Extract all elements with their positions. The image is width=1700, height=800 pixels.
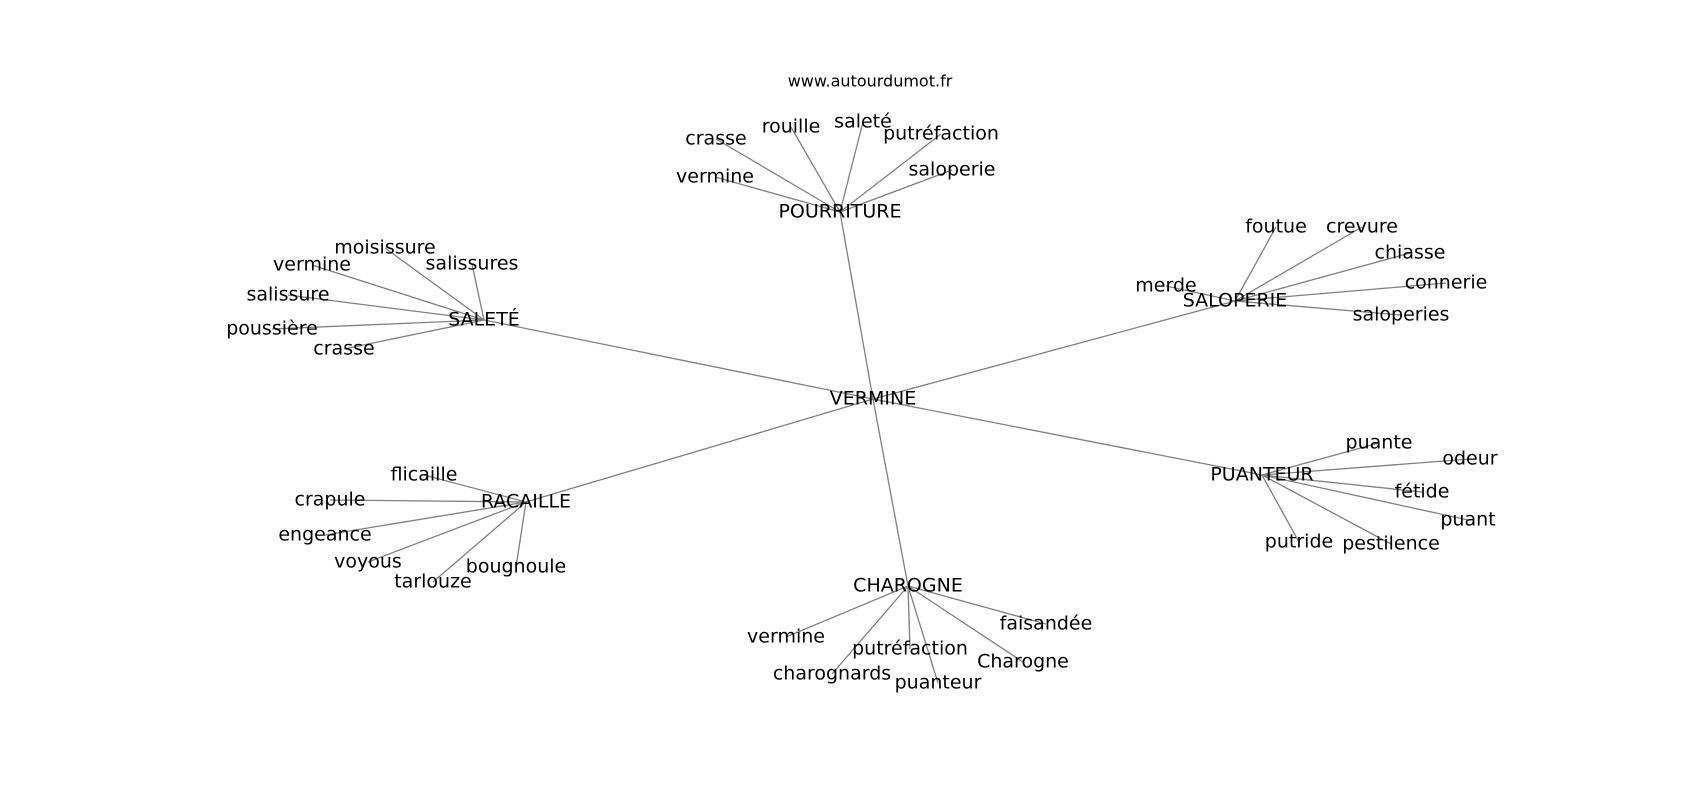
edge-hub-word [831,585,909,675]
word-node-label: fétide [1395,481,1450,503]
word-node-label: faisandée [1000,613,1093,635]
edge-hub-word [785,585,909,638]
word-node-label: voyous [334,551,402,573]
word-node-label: bougnoule [466,556,566,578]
center-node-label: VERMINE [830,388,916,410]
edge-hub-word [839,133,942,213]
hub-node-label: SALOPERIE [1183,290,1288,312]
word-node-label: vermine [747,626,825,648]
word-node-label: poussière [226,318,318,340]
edge-hub-word [515,501,527,568]
edge-center-hub [525,398,874,503]
edge-center-hub [483,319,874,400]
edge-hub-word [1234,252,1411,302]
edge-hub-word [1165,285,1236,302]
word-node-label: puante [1346,432,1413,454]
word-node-label: engeance [278,524,371,546]
edge-hub-word [790,126,841,213]
word-node-label: puanteur [895,672,982,694]
word-node-label: salissure [246,284,329,306]
word-node-label: rouille [762,116,821,138]
word-node-label: saloperie [909,159,996,181]
hub-node-label: POURRITURE [778,201,901,223]
word-node-label: flicaille [391,464,458,486]
edge-hub-word [311,264,485,321]
hub-node-label: PUANTEUR [1210,464,1313,486]
word-node-label: chiasse [1375,242,1446,264]
edge-hub-word [1261,474,1392,545]
edge-center-hub [839,211,874,400]
graph-edges [271,121,1471,684]
edge-hub-word [1261,442,1380,476]
graph-labels: www.autourdumot.fr VERMINE POURRITURE cras… [226,72,1498,694]
edge-hub-word [343,319,485,350]
word-node-label: crapule [295,489,366,511]
hub-node-label: CHAROGNE [853,575,963,597]
word-node-label: Charogne [977,651,1069,673]
edge-hub-word [1261,474,1423,493]
word-node-label: vermine [676,166,754,188]
word-node-label: crasse [685,128,746,150]
edge-hub-word [715,138,841,213]
word-node-label: saloperies [1353,304,1450,326]
edge-hub-word [1234,226,1363,302]
edge-hub-word [907,585,1024,663]
hub-node-label: SALETÉ [448,308,520,331]
edge-center-hub [872,300,1236,400]
source-label: www.autourdumot.fr [788,72,953,91]
edge-hub-word [1234,226,1277,302]
word-node-label: foutue [1245,216,1307,238]
word-node-label: odeur [1442,448,1497,470]
edge-hub-word [1234,282,1447,302]
edge-center-hub [872,398,1263,476]
edge-hub-word [1234,300,1402,316]
edge-hub-word [839,169,953,213]
hub-node-label: RACAILLE [481,491,571,513]
edge-center-hub [872,398,909,587]
word-node-label: puant [1440,509,1495,531]
edge-hub-word [423,474,527,503]
edge-hub-word [907,585,911,650]
edge-hub-word [367,501,527,563]
word-node-label: salissures [426,253,519,275]
word-node-label: putréfaction [852,638,968,660]
edge-hub-word [714,176,841,213]
edge-hub-word [432,501,527,583]
word-node-label: putréfaction [883,123,999,145]
word-node-label: vermine [273,254,351,276]
word-node-label: crevure [1326,216,1398,238]
word-node-label: pestilence [1342,533,1440,555]
edge-hub-word [384,247,485,321]
word-node-label: tarlouze [394,571,472,593]
edge-hub-word [329,499,527,503]
edge-hub-word [324,501,527,536]
word-node-label: merde [1135,275,1196,297]
word-node-label: putride [1265,531,1333,553]
edge-hub-word [907,585,939,684]
word-node-label: charognards [773,663,891,685]
word-node-label: moisissure [334,237,436,259]
word-node-label: saleté [834,111,892,133]
edge-hub-word [1261,474,1300,543]
edge-hub-word [1261,458,1471,476]
edge-hub-word [471,263,485,321]
edge-hub-word [271,319,485,330]
word-node-label: crasse [313,338,374,360]
edge-hub-word [907,585,1047,625]
word-node-label: connerie [1405,272,1488,294]
edge-hub-word [287,294,485,321]
edge-hub-word [839,121,864,213]
edge-hub-word [1261,474,1469,521]
